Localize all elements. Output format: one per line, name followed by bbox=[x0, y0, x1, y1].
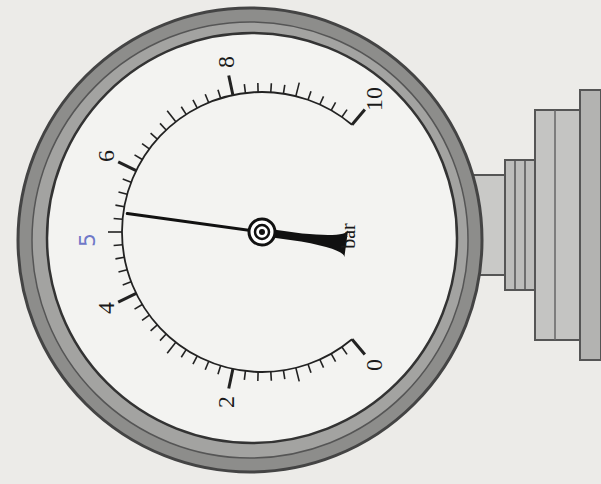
scale-tick bbox=[283, 85, 284, 94]
unit-label: bar bbox=[338, 223, 358, 249]
scale-tick bbox=[331, 102, 335, 110]
scale-tick bbox=[118, 192, 127, 194]
scale-arc bbox=[122, 92, 352, 372]
scale-tick bbox=[115, 205, 124, 207]
scale-tick bbox=[342, 110, 347, 117]
scale-tick bbox=[167, 111, 176, 122]
scale-tick bbox=[123, 179, 131, 182]
scale-tick bbox=[308, 91, 311, 99]
scale-tick bbox=[108, 231, 122, 233]
scale-tick bbox=[114, 218, 123, 220]
scale-tick bbox=[181, 107, 186, 115]
outer-ring bbox=[18, 8, 482, 472]
scale-tick bbox=[151, 325, 158, 331]
scale-tick bbox=[205, 361, 208, 369]
scale-tick bbox=[352, 109, 365, 124]
scale-tick bbox=[142, 315, 149, 320]
scale-tick bbox=[218, 90, 221, 99]
scale-tick bbox=[118, 162, 136, 171]
dial-face bbox=[47, 33, 457, 443]
scale-number: 4 bbox=[94, 302, 118, 314]
scale-tick bbox=[244, 371, 245, 380]
scale-tick bbox=[342, 347, 347, 354]
scale-tick bbox=[331, 354, 335, 362]
scale-tick bbox=[193, 356, 197, 364]
scale-tick bbox=[123, 282, 131, 285]
scale-number: 8 bbox=[214, 56, 238, 68]
scale-tick bbox=[218, 366, 221, 375]
scale-tick bbox=[160, 123, 166, 130]
scale-number: 0 bbox=[362, 359, 386, 371]
needle bbox=[127, 214, 348, 258]
scale-tick bbox=[320, 96, 324, 104]
scale-tick bbox=[257, 372, 259, 381]
scale-tick bbox=[270, 372, 272, 381]
scale-tick bbox=[135, 305, 143, 310]
scale-tick bbox=[167, 342, 176, 353]
scale-tick bbox=[114, 244, 123, 246]
scale-tick bbox=[181, 350, 186, 358]
scale-tick bbox=[151, 133, 158, 139]
scale-tick bbox=[118, 270, 127, 272]
scale-tick bbox=[193, 100, 197, 108]
scale-tick bbox=[320, 359, 324, 367]
scale-tick bbox=[257, 83, 259, 92]
scale-tick bbox=[296, 83, 299, 97]
handwritten-mark: 5 bbox=[77, 233, 99, 247]
scale-number: 6 bbox=[94, 150, 118, 162]
scale-tick bbox=[229, 75, 233, 95]
scale-tick bbox=[135, 155, 143, 160]
scale-ticks bbox=[108, 75, 365, 388]
scale-tick bbox=[244, 84, 245, 93]
scale-tick bbox=[142, 144, 149, 149]
scale-tick bbox=[352, 339, 365, 354]
scale-tick bbox=[283, 370, 284, 379]
scale-number: 2 bbox=[214, 396, 238, 408]
scale-tick bbox=[115, 257, 124, 259]
scale-tick bbox=[296, 368, 299, 382]
scale-tick bbox=[308, 364, 311, 372]
scale-tick bbox=[160, 334, 166, 341]
scale-tick bbox=[229, 369, 233, 389]
scale-number: 10 bbox=[362, 87, 386, 111]
scale-tick bbox=[205, 94, 208, 102]
scale-tick bbox=[270, 83, 272, 92]
scale-tick bbox=[118, 293, 136, 302]
